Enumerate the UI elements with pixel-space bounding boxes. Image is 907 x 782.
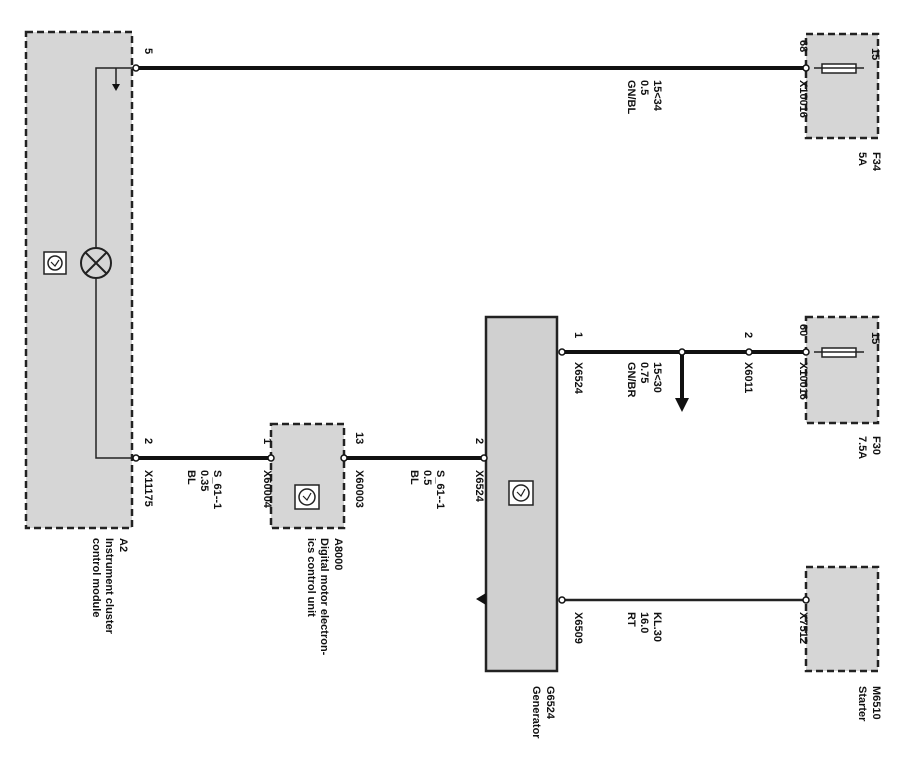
dme-symbol-icon — [294, 484, 320, 510]
connector-label: X6509 — [572, 612, 584, 644]
connector-label: X6524 — [473, 470, 485, 503]
control-unit-symbol-icon — [43, 251, 67, 275]
fuse-f30-icon — [814, 347, 864, 358]
ground-triangle-icon — [476, 593, 486, 605]
wire-color: BL — [185, 470, 197, 485]
branch-arrow-icon — [675, 398, 689, 412]
component-name: Instrument cluster — [103, 538, 115, 635]
connector-label: X11175 — [142, 470, 154, 507]
connector-label: X60003 — [353, 470, 365, 508]
pin-marker — [132, 454, 140, 462]
connector-label: X60004 — [261, 470, 273, 509]
pin-label: 1 — [572, 332, 584, 338]
pin-marker — [558, 596, 566, 604]
wire-gauge: 0.35 — [198, 470, 210, 491]
fuse-f30-box — [804, 315, 880, 425]
pin-marker — [558, 348, 566, 356]
starter-box — [804, 565, 880, 673]
pin-marker — [802, 596, 810, 604]
warning-lamp-icon — [80, 247, 112, 279]
component-name: Digital motor electron- — [318, 538, 330, 656]
wire-signal: S_61--1 — [211, 470, 223, 509]
component-name: Starter — [856, 686, 868, 722]
connector-label: X6011 — [742, 362, 754, 393]
pin-label: 2 — [742, 332, 754, 338]
wire-color: GN/BR — [625, 362, 637, 398]
pin-marker — [132, 64, 140, 72]
component-id: F34 — [870, 152, 882, 172]
component-id: F30 — [870, 436, 882, 455]
wire-color: RT — [625, 612, 637, 627]
wire-color: GN/BL — [625, 80, 637, 115]
wire-signal: 15<34 — [651, 80, 663, 112]
fuse-rating: 5A — [856, 152, 868, 166]
pin-marker — [480, 454, 488, 462]
pin-label: 15 — [869, 48, 881, 60]
pin-label: 2 — [473, 438, 485, 444]
generator-symbol-icon — [508, 480, 534, 506]
pin-marker — [802, 348, 810, 356]
component-name: control module — [90, 538, 102, 617]
wire-signal: KL.30 — [651, 612, 663, 642]
wire-gauge: 0.75 — [638, 362, 650, 383]
component-name: ics control unit — [305, 538, 317, 617]
wire-gauge: 0.5 — [638, 80, 650, 95]
component-id: M6510 — [870, 686, 882, 720]
component-id: G6524 — [544, 686, 556, 720]
pin-marker — [267, 454, 275, 462]
pin-label: 13 — [353, 432, 365, 444]
wire-signal: 15<30 — [651, 362, 663, 393]
pin-marker — [802, 64, 810, 72]
component-id: A8000 — [332, 538, 344, 570]
wire-signal: S_61--1 — [434, 470, 446, 509]
fuse-f34-icon — [814, 63, 864, 74]
connector-label: X6524 — [572, 362, 584, 395]
connector-label: X10016 — [797, 80, 809, 118]
pin-label: 5 — [142, 48, 154, 54]
component-id: A2 — [117, 538, 129, 552]
dme-control-unit-box — [269, 422, 346, 530]
instrument-cluster-box — [24, 30, 134, 530]
arrow-down-icon — [112, 84, 120, 91]
pin-label: 60 — [797, 324, 809, 336]
pin-label: 68 — [797, 40, 809, 52]
pin-marker — [678, 348, 686, 356]
connector-label: X10016 — [797, 362, 809, 400]
connector-label: X7512 — [797, 612, 809, 644]
wire-gauge: 0.5 — [421, 470, 433, 485]
wire-gauge: 16.0 — [638, 612, 650, 633]
wire-color: BL — [408, 470, 420, 485]
pin-marker — [745, 348, 753, 356]
fuse-f34-box — [804, 32, 880, 140]
component-name: Generator — [530, 686, 542, 739]
pin-marker — [340, 454, 348, 462]
pin-label: 1 — [261, 438, 273, 444]
pin-label: 2 — [142, 438, 154, 444]
pin-label: 15 — [869, 332, 881, 344]
fuse-rating: 7.5A — [856, 436, 868, 459]
